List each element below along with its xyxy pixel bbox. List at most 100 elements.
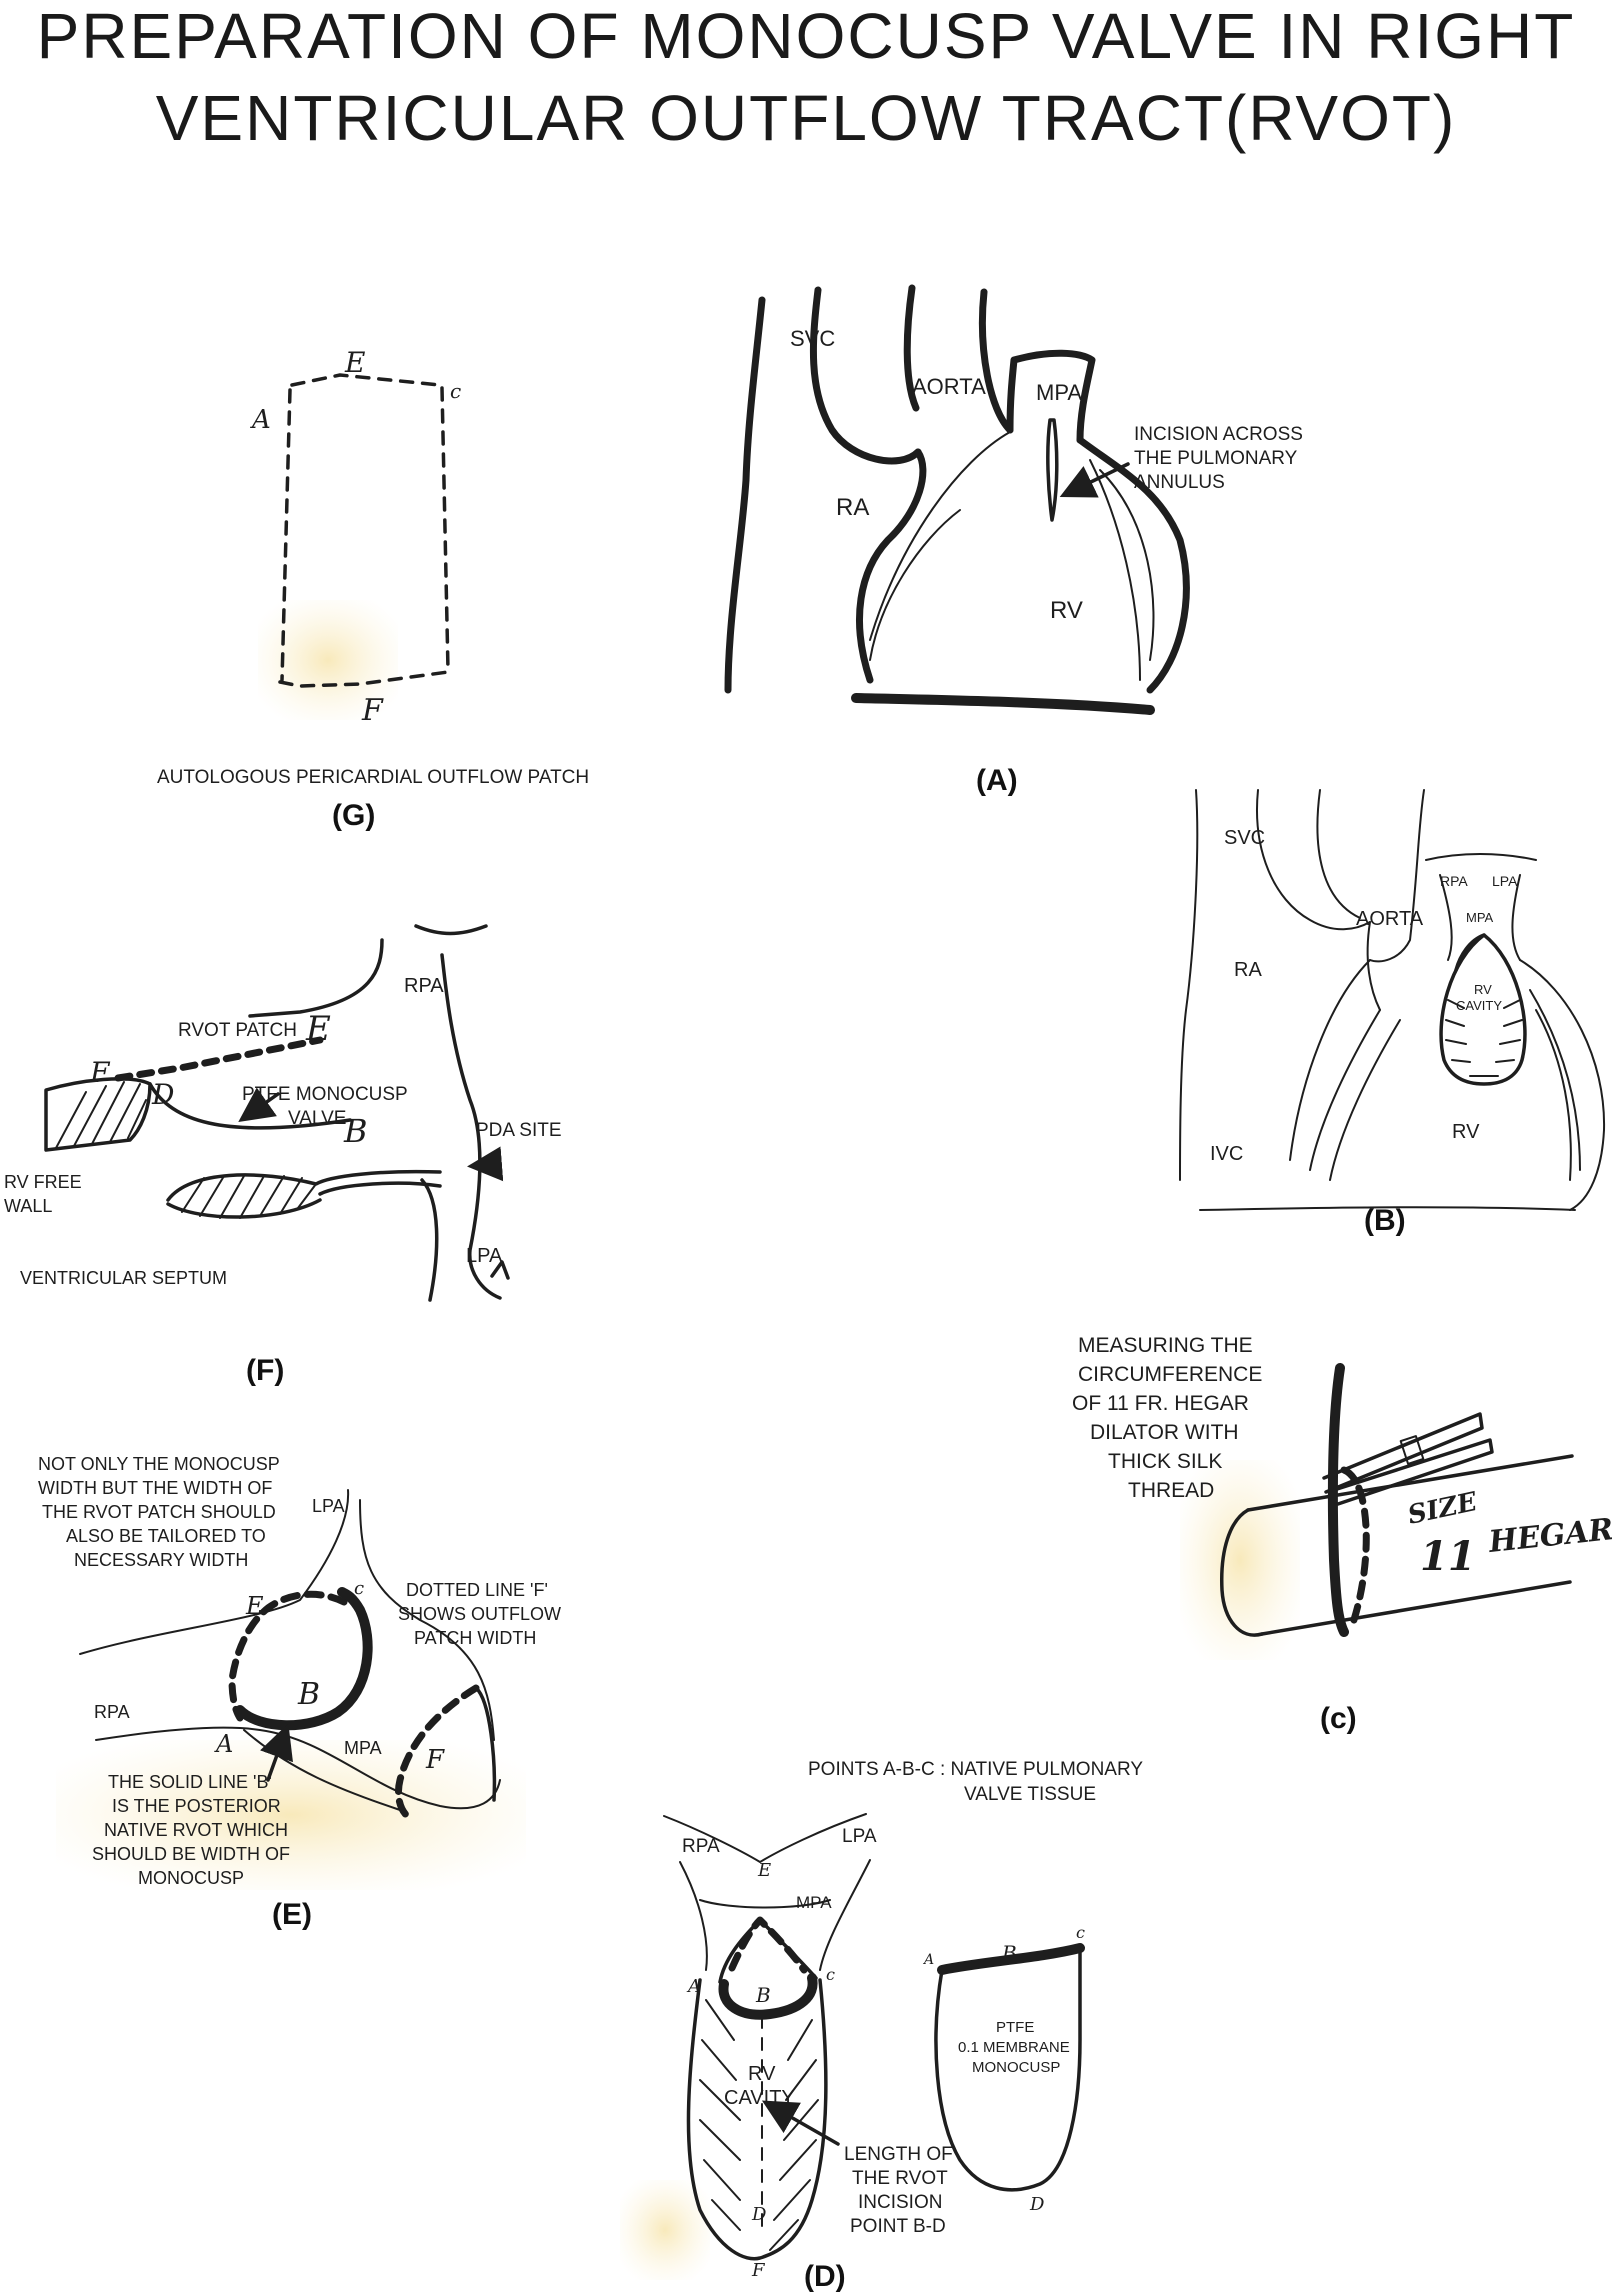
f-point-f: F [89, 1056, 111, 1089]
incision-mark [1046, 418, 1059, 522]
caption-c: (c) [1320, 1702, 1357, 1735]
d-pa-mid [699, 1899, 831, 1909]
e-lpa-right [359, 1499, 495, 1741]
c-silk-thread [1327, 1363, 1349, 1637]
point-c-label: c [450, 379, 461, 403]
d-length-text-3: INCISION [858, 2192, 942, 2213]
d-length-text-4: POINT B-D [850, 2216, 946, 2237]
f-rv-free-label-2: WALL [4, 1196, 52, 1216]
figure-title-line-2: VENTRICULAR OUTFLOW TRACT(RVOT) [155, 82, 1457, 154]
c-size-number: 11 [1420, 1533, 1476, 1580]
e-note-1: NOT ONLY THE MONOCUSP [38, 1454, 280, 1474]
b-rv-fibers-right [1529, 989, 1581, 1181]
c-text-4: DILATOR WITH [1090, 1421, 1239, 1444]
d-ptfe-point-b: B [1001, 1941, 1017, 1965]
e-point-f: F [425, 1745, 445, 1775]
c-dilator-bottom [1260, 1580, 1572, 1636]
b-ivc-label: IVC [1210, 1143, 1243, 1165]
caption-d: (D) [804, 2260, 846, 2293]
e-lpa-left [79, 1489, 350, 1655]
f-lpa-label: LPA [466, 1245, 503, 1267]
point-f-label: F [361, 693, 384, 728]
incision-text-2: THE PULMONARY [1134, 448, 1298, 469]
d-mpa-sides [718, 1918, 818, 1984]
f-septum-extension [318, 1181, 442, 1196]
d-lpa-lower [819, 1859, 871, 1971]
rv-label: RV [1050, 597, 1083, 624]
b-cavity-top [1454, 933, 1486, 972]
d-point-e: E [757, 1860, 771, 1881]
d-ptfe-top-edge [937, 1943, 1085, 1975]
f-pa-top [414, 924, 488, 936]
c-text-3: OF 11 FR. HEGAR [1072, 1392, 1249, 1415]
f-ptfe-label-1: PTFE MONOCUSP [242, 1084, 408, 1105]
ra-label: RA [836, 494, 869, 521]
c-hegar-text: HEGAR [1486, 1512, 1612, 1560]
b-rv-fibers-left [1309, 1009, 1401, 1181]
b-mpa-right [1511, 874, 1521, 961]
d-ptfe-cusp-outline [934, 1946, 1082, 2192]
incision-text-1: INCISION ACROSS [1134, 424, 1303, 445]
e-lpa-label: LPA [312, 1496, 345, 1516]
c-paper-stain [1180, 1460, 1300, 1660]
f-septum-label: VENTRICULAR SEPTUM [20, 1268, 227, 1288]
patch-top-edge [290, 373, 442, 387]
point-a-label: A [250, 405, 271, 435]
c-dilator-top [1246, 1454, 1574, 1512]
svc-label: SVC [790, 326, 835, 351]
e-solid-text-5: MONOCUSP [138, 1868, 244, 1888]
svc-inner-wall [809, 286, 922, 465]
d-cavity-label-2: CAVITY [724, 2087, 795, 2109]
b-cavity-label-2: CAVITY [1456, 998, 1502, 1013]
e-rpa-label: RPA [94, 1702, 130, 1722]
f-monocusp-curve [148, 1082, 352, 1130]
mpa-outline [1006, 349, 1096, 444]
b-mpa-label: MPA [1466, 910, 1494, 925]
b-rpa-label: RPA [1440, 873, 1468, 889]
e-note-5: NECESSARY WIDTH [74, 1550, 248, 1570]
f-pda-label: PDA SITE [476, 1120, 562, 1141]
c-forceps-clip [1399, 1435, 1425, 1465]
caption-f: (F) [246, 1354, 284, 1387]
b-rv-right [1519, 959, 1606, 1211]
d-point-b: B [755, 1983, 771, 2007]
d-length-text-1: LENGTH OF [844, 2144, 953, 2165]
b-aorta-root [1366, 921, 1381, 1011]
f-rv-free-wall-hatch [55, 1081, 147, 1149]
incision-arrow [1059, 462, 1130, 498]
caption-b: (B) [1364, 1204, 1406, 1237]
f-septum-upper [166, 1169, 442, 1202]
rv-bottom-wall [851, 693, 1155, 715]
e-dotted-text-3: PATCH WIDTH [414, 1628, 536, 1648]
e-paper-stain [56, 1740, 526, 1890]
f-rvot-patch-label: RVOT PATCH [178, 1020, 297, 1041]
rv-fiber-1 [869, 431, 1011, 641]
b-ra-label: RA [1234, 959, 1262, 981]
d-rv-cavity-outline [686, 1978, 828, 2261]
f-ptfe-label-2: VALVE [288, 1108, 346, 1129]
c-forceps-lower [1332, 1438, 1494, 1506]
e-dotted-line-f [394, 1684, 480, 1822]
caption-a: (A) [976, 764, 1018, 797]
d-solid-arc-abc [718, 1973, 818, 2020]
f-lpa-left [420, 1178, 439, 1302]
d-length-text-2: THE RVOT [852, 2168, 948, 2189]
d-point-d: D [751, 2204, 767, 2225]
d-point-a: A [686, 1976, 701, 1997]
rv-fiber-2 [869, 509, 961, 661]
b-rv-bottom [1199, 1206, 1576, 1211]
d-mpa-dotted [728, 1916, 808, 1974]
b-ra-rv-border [1289, 959, 1371, 1161]
b-lpa-label: LPA [1492, 873, 1518, 889]
aorta-right-wall [978, 288, 1014, 434]
rv-right-wall [1076, 436, 1190, 694]
b-aorta-right [1369, 789, 1425, 963]
figure-title-line-1: PREPARATION OF MONOCUSP VALVE IN RIGHT [36, 0, 1576, 72]
b-cavity-outline [1439, 933, 1527, 1086]
f-rpa-upper [248, 938, 384, 1018]
e-solid-line-arrow [260, 1723, 293, 1782]
f-lpa-arrow [490, 1260, 510, 1280]
c-text-1: MEASURING THE [1078, 1334, 1253, 1357]
c-text-2: CIRCUMFERENCE [1078, 1363, 1262, 1386]
b-mpa-left [1439, 874, 1453, 961]
